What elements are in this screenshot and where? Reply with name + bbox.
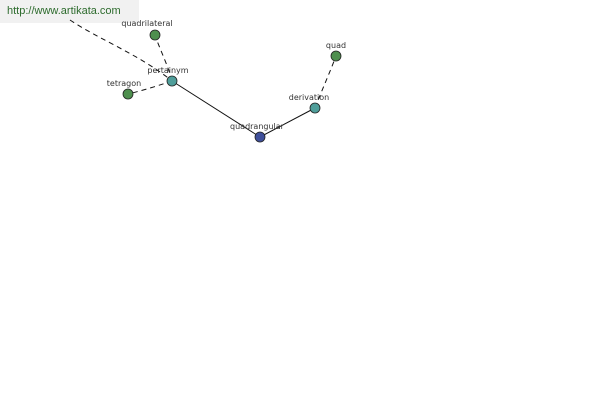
- node-pertainym[interactable]: [166, 75, 178, 87]
- label-derivation: derivation: [289, 93, 329, 102]
- node-quadrangular[interactable]: [254, 131, 266, 143]
- source-url-banner[interactable]: http://www.artikata.com: [0, 0, 139, 23]
- label-quad: quad: [326, 41, 346, 50]
- node-quad[interactable]: [330, 50, 342, 62]
- edge-quadrangular-derivation: [259, 107, 316, 138]
- label-quadrilateral: quadrilateral: [121, 19, 172, 28]
- label-quadrangular: quadrangular: [230, 122, 285, 131]
- node-derivation[interactable]: [309, 102, 321, 114]
- edge-offscreen-pertainym: [69, 19, 173, 82]
- label-pertainym: pertainym: [147, 66, 188, 75]
- node-tetragon[interactable]: [122, 88, 134, 100]
- edge-quadrangular-pertainym: [171, 80, 261, 138]
- label-tetragon: tetragon: [107, 79, 141, 88]
- node-quadrilateral[interactable]: [149, 29, 161, 41]
